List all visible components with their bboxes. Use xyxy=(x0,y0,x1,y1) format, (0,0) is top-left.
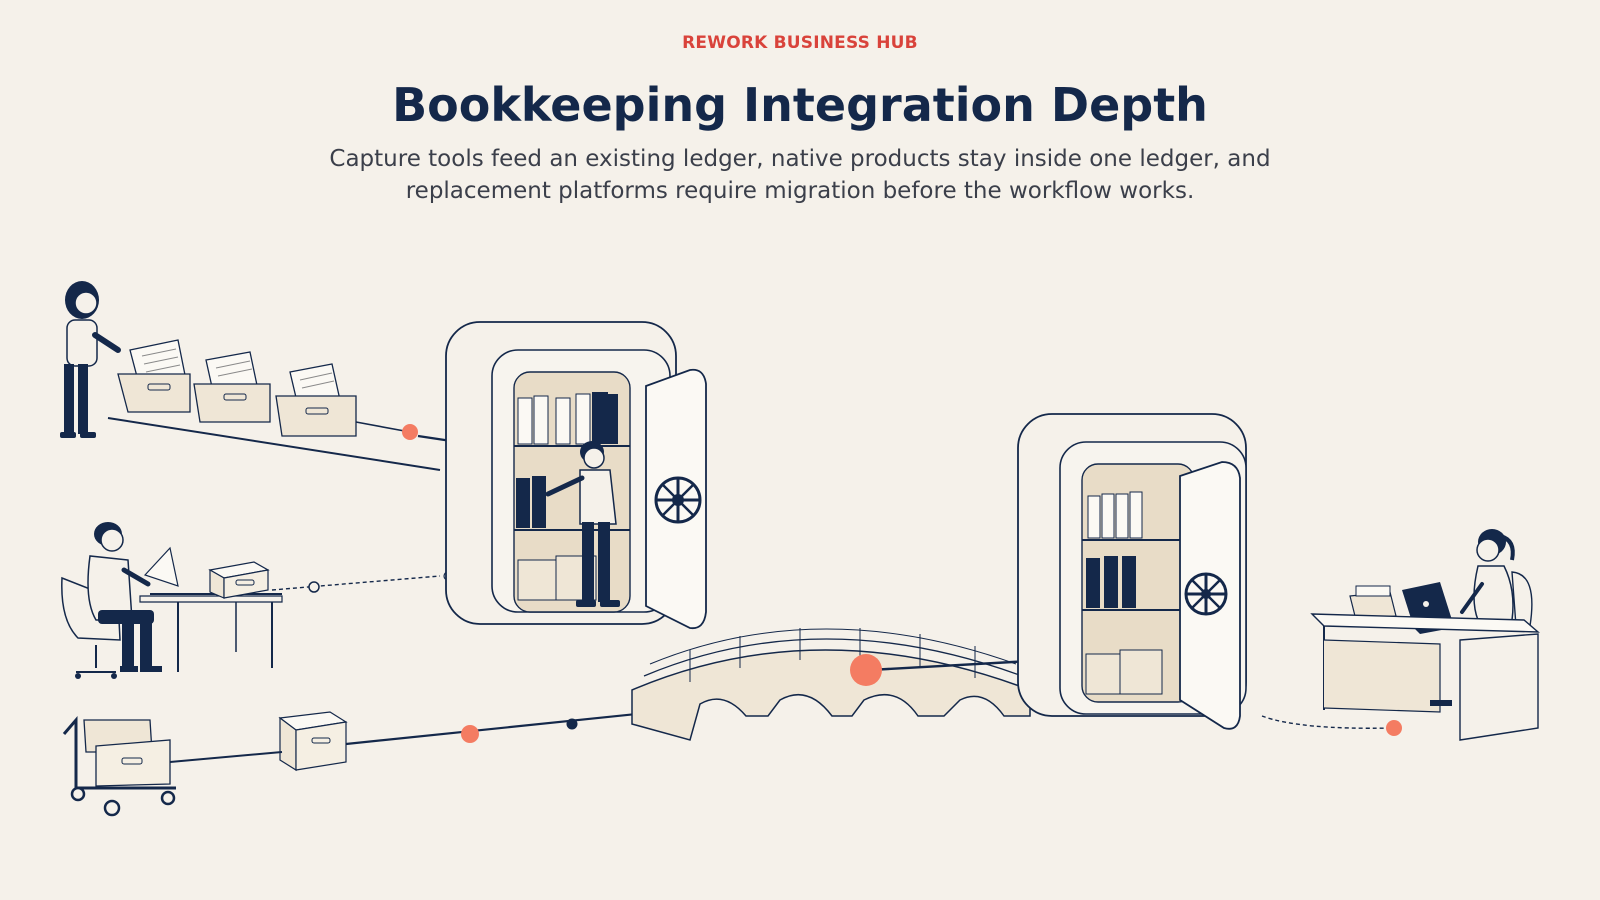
brand-eyebrow: REWORK BUSINESS HUB xyxy=(682,33,918,53)
page-title: Bookkeeping Integration Depth xyxy=(392,78,1208,132)
flow-node-dot xyxy=(1386,720,1402,736)
document-tray-icon xyxy=(117,339,191,413)
person-at-desk-icon xyxy=(61,522,283,679)
storage-box-icon xyxy=(278,711,348,772)
flow-node-dot xyxy=(402,424,418,440)
ledger-vault-icon xyxy=(1017,413,1247,730)
storage-box-icon xyxy=(208,561,270,599)
person-laptop-icon xyxy=(1310,529,1540,741)
person-filing-icon xyxy=(60,281,121,438)
hand-truck-icon xyxy=(62,715,176,817)
document-tray-icon xyxy=(275,363,357,437)
document-tray-icon xyxy=(193,351,271,423)
migration-flow-line xyxy=(169,712,656,763)
person-filing-icon xyxy=(545,441,620,607)
output-flow-line xyxy=(1261,715,1402,736)
page-subtitle: Capture tools feed an existing ledger, n… xyxy=(329,146,1271,204)
flow-node-dot xyxy=(308,581,320,593)
migration-bridge-icon xyxy=(631,628,1048,741)
flow-node-dot xyxy=(461,725,479,743)
flow-node-dot xyxy=(566,718,578,730)
ledger-vault-icon xyxy=(445,321,707,630)
flow-node-dot xyxy=(850,654,882,686)
